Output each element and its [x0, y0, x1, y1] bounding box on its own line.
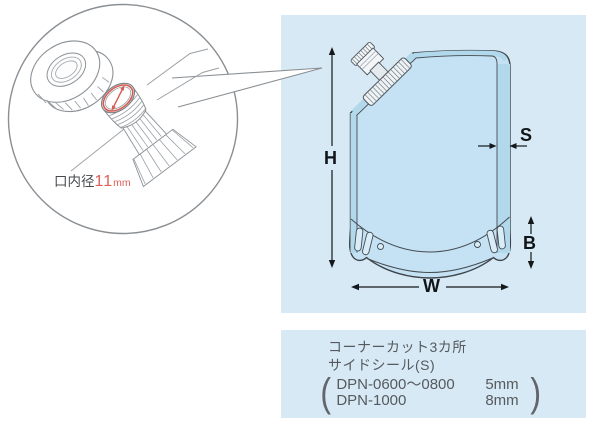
dim-arrow-h [328, 47, 336, 268]
pouch-outline [348, 49, 512, 279]
spec-value: 5mm [485, 376, 519, 393]
mouth-diameter-arrow [111, 84, 125, 112]
mouth-diameter-value: 11 [94, 173, 114, 190]
mouth-diameter-ring [102, 84, 134, 112]
spec-note-panel [281, 330, 586, 418]
dim-arrow-w [351, 283, 509, 291]
note-corner-cut: コーナーカット3カ所 [328, 339, 467, 355]
mouth-diameter-prefix: 口内径 [54, 174, 95, 189]
spec-row: DPN-1000 8mm [336, 393, 525, 409]
spec-model: DPN-0600〜0800 [336, 376, 455, 393]
mouth-diameter-unit: mm [113, 177, 131, 189]
note-side-seal: サイドシール(S) [328, 357, 436, 373]
dim-label-s: S [520, 125, 533, 145]
paren-close: ) [530, 371, 542, 415]
spec-model: DPN-1000 [336, 392, 407, 409]
mouth-diameter-label: 口内径11mm [54, 173, 131, 192]
magnifier-callout [7, 3, 323, 235]
spec-value: 8mm [485, 392, 519, 409]
dim-label-h: H [324, 148, 337, 168]
gusset-fold-line [350, 216, 510, 253]
dim-arrow-s [478, 143, 527, 149]
dim-label-w: W [423, 276, 440, 296]
spout-illustration [100, 82, 197, 188]
dim-arrow-b [527, 216, 535, 269]
gusset-seal-holes [354, 225, 506, 256]
paren-open: ( [320, 371, 331, 415]
pouch-spout-cap [350, 41, 412, 106]
pouch-illustration [328, 41, 535, 291]
side-seal-spec-table: ( DPN-0600〜0800 5mm DPN-1000 8mm ) [319, 371, 543, 415]
spec-row: DPN-0600〜0800 5mm [336, 377, 525, 393]
dimension-arrows [328, 47, 535, 291]
cap-illustration [30, 40, 114, 113]
dim-label-b: B [523, 233, 536, 253]
